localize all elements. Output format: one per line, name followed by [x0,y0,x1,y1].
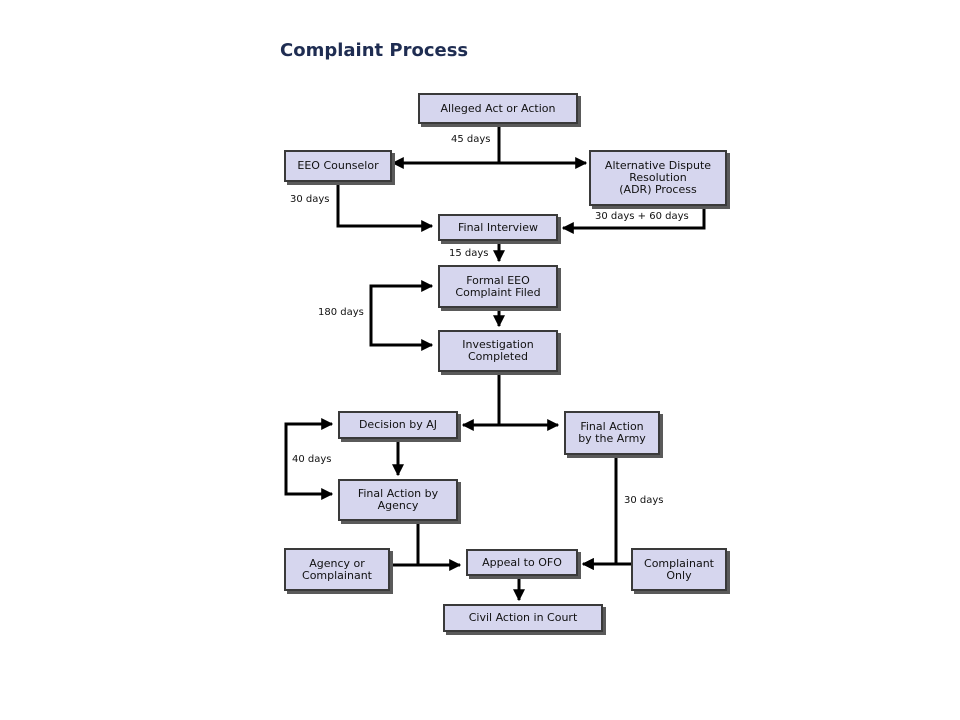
node-eeo-counselor-label: EEO Counselor [297,159,379,172]
node-civil-action-label: Civil Action in Court [468,611,578,624]
edge-180-days-loop [369,280,434,351]
node-formal-complaint-label: Formal EEO Complaint Filed [455,273,541,299]
node-adr-process: Alternative Dispute Resolution (ADR) Pro… [589,150,727,206]
label-180-days: 180 days [318,307,364,318]
node-appeal-ofo-label: Appeal to OFO [482,555,562,569]
node-adr-process-label: Alternative Dispute Resolution (ADR) Pro… [604,159,712,196]
node-decision-aj-label: Decision by AJ [358,418,438,431]
node-final-interview-label: Final Interview [458,220,538,234]
edge-counselor-to-interview [336,182,434,232]
edge-army-to-appeal [581,455,618,570]
node-final-action-agency: Final Action by Agency [338,479,458,521]
node-final-action-army-label: Final Action by the Army [578,420,646,445]
label-30-days-counselor: 30 days [290,194,330,205]
node-complainant-only: Complainant Only [631,548,727,591]
node-final-action-agency-label: Final Action by Agency [357,487,439,512]
label-40-days: 40 days [292,454,332,465]
node-decision-aj: Decision by AJ [338,411,458,439]
node-investigation: Investigation Completed [438,330,558,372]
node-alleged-act: Alleged Act or Action [418,93,578,124]
label-30-days-army: 30 days [624,495,664,506]
node-investigation-label: Investigation Completed [462,338,534,363]
node-agency-or-complainant-label: Agency or Complainant [302,556,372,582]
label-15-days: 15 days [449,248,489,259]
node-appeal-ofo: Appeal to OFO [466,549,578,576]
node-complainant-only-label: Complainant Only [644,556,714,582]
node-final-interview: Final Interview [438,214,558,241]
edge-40-days-loop [284,418,334,500]
label-45-days: 45 days [451,134,491,145]
label-30-plus-60-days: 30 days + 60 days [595,211,689,222]
node-formal-complaint: Formal EEO Complaint Filed [438,265,558,308]
edge-adr-to-interview [561,206,706,234]
node-alleged-act-label: Alleged Act or Action [440,101,556,115]
diagram-title: Complaint Process [280,40,469,61]
node-agency-or-complainant: Agency or Complainant [284,548,390,591]
node-final-action-army: Final Action by the Army [564,411,660,455]
node-civil-action: Civil Action in Court [443,604,603,632]
node-eeo-counselor: EEO Counselor [284,150,392,182]
